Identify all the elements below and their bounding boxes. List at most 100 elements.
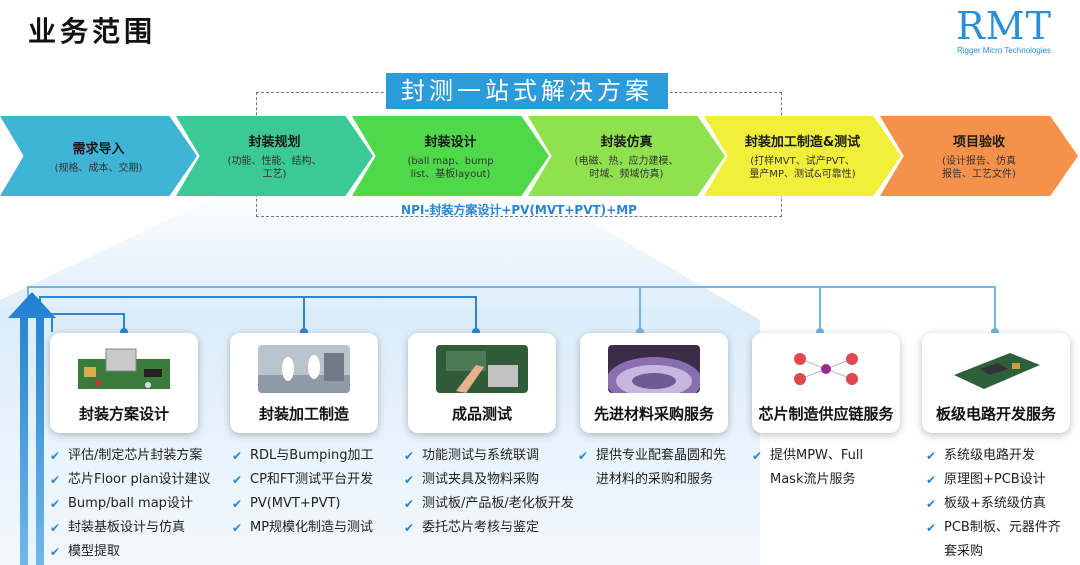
- check-icon: ✔: [404, 497, 415, 511]
- check-icon: ✔: [50, 449, 61, 463]
- list-item: ✔ 提供MPW、Full: [752, 444, 863, 468]
- list-item-text: PCB制板、元器件齐: [944, 520, 1061, 535]
- step-detail: (功能、性能、结构、: [227, 156, 322, 167]
- service-list-package-design: ✔ 评估/制定芯片封装方案 ✔芯片Floor plan设计建议 ✔ Bump/bal…: [50, 444, 211, 564]
- list-item-text: 进材料的采购和服务: [596, 472, 714, 487]
- check-icon: ✔: [752, 449, 763, 463]
- probe-test-icon: [436, 345, 528, 393]
- check-icon: ✔: [926, 497, 937, 511]
- list-item-text: Mask流片服务: [770, 472, 856, 487]
- list-item: ✔ 原理图+PCB设计: [926, 468, 1061, 492]
- wafer-icon: [608, 345, 700, 393]
- check-icon: ✔: [404, 449, 415, 463]
- check-icon: ✔: [50, 521, 61, 535]
- step-detail: 工艺): [262, 169, 287, 180]
- card-title: 先进材料采购服务: [593, 405, 714, 423]
- page-title: 业务范围: [28, 15, 157, 48]
- check-icon: ✔: [50, 473, 61, 487]
- company-logo: RMT Rigger Micro Technologies: [946, 6, 1062, 58]
- network-icon: [780, 345, 872, 393]
- list-item: ✔芯片Floor plan设计建议: [50, 468, 211, 492]
- list-item-text: 功能测试与系统联调: [422, 448, 540, 463]
- list-item-text: 评估/制定芯片封装方案: [68, 448, 203, 463]
- process-step-simulation: 封装仿真 (电磁、热，应力建模、 时域、频域仿真): [528, 116, 725, 196]
- list-item: ✔ RDL与Bumping加工: [232, 444, 373, 468]
- service-card-materials-procurement[interactable]: 先进材料采购服务: [580, 333, 728, 433]
- process-step-acceptance: 项目验收 (设计报告、仿真 报告、工艺文件): [880, 116, 1078, 196]
- card-title: 封装方案设计: [78, 405, 169, 423]
- list-item-text: 板级+系统级仿真: [944, 496, 1046, 511]
- check-icon: ✔: [232, 521, 243, 535]
- process-step-requirements: 需求导入 (规格、成本、交期): [0, 116, 197, 196]
- step-detail: (规格、成本、交期): [54, 162, 143, 174]
- check-icon: ✔: [404, 521, 415, 535]
- list-item-text: Bump/ball map设计: [68, 496, 193, 511]
- logo-text: RMT: [956, 4, 1052, 48]
- list-item: ✔ 评估/制定芯片封装方案: [50, 444, 211, 468]
- service-list-supply-chain: ✔ 提供MPW、Full Mask流片服务: [752, 444, 863, 492]
- card-title: 封装加工制造: [258, 405, 349, 423]
- list-item-text: 模型提取: [68, 544, 121, 559]
- service-list-board-development: ✔ 系统级电路开发 ✔ 原理图+PCB设计 ✔ 板级+系统级仿真 ✔ PCB制板、元器件…: [926, 444, 1061, 564]
- service-card-board-development[interactable]: 板级电路开发服务: [922, 333, 1070, 433]
- check-icon: ✔: [926, 473, 937, 487]
- list-item: ✔MP规模化制造与测试: [232, 516, 373, 540]
- list-item: ✔ 测试夹具及物料采购: [404, 468, 574, 492]
- cleanroom-icon: [258, 345, 350, 393]
- list-item-text: 测试夹具及物料采购: [422, 472, 540, 487]
- list-item-text: 系统级电路开发: [944, 448, 1036, 463]
- step-title: 项目验收: [952, 135, 1005, 150]
- list-item-text: RDL与Bumping加工: [250, 448, 374, 463]
- service-card-product-testing[interactable]: 成品测试: [408, 333, 556, 433]
- process-step-design: 封装设计 (ball map、bump list、基板layout): [352, 116, 549, 196]
- card-title: 板级电路开发服务: [935, 405, 1056, 423]
- list-item-text: 提供MPW、Full: [770, 448, 864, 463]
- list-item: ✔ 系统级电路开发: [926, 444, 1061, 468]
- check-icon: ✔: [50, 497, 61, 511]
- step-title: 需求导入: [72, 141, 125, 157]
- list-item: 套采购: [926, 540, 1061, 564]
- list-item-text: CP和FT测试平台开发: [250, 472, 374, 487]
- step-detail: 报告、工艺文件): [942, 169, 1016, 180]
- background-glow: [0, 180, 760, 565]
- list-item: ✔ 委托芯片考核与鉴定: [404, 516, 574, 540]
- list-item-text: 委托芯片考核与鉴定: [422, 520, 540, 535]
- up-arrow-icon: [8, 292, 56, 565]
- check-icon: ✔: [232, 497, 243, 511]
- solution-banner: 封测一站式解决方案: [386, 73, 668, 109]
- list-item: 进材料的采购和服务: [578, 468, 726, 492]
- check-icon: ✔: [926, 449, 937, 463]
- list-item: ✔ 提供专业配套晶圆和先: [578, 444, 726, 468]
- check-icon: ✔: [50, 545, 61, 559]
- step-detail: (设计报告、仿真: [942, 156, 1016, 167]
- list-item: ✔ 板级+系统级仿真: [926, 492, 1061, 516]
- service-card-supply-chain[interactable]: 芯片制造供应链服务: [752, 333, 900, 433]
- list-item: Mask流片服务: [752, 468, 863, 492]
- service-list-package-manufacturing: ✔ RDL与Bumping加工 ✔ CP和FT测试平台开发 ✔ PV(MVT+PVT)…: [232, 444, 373, 540]
- step-detail: 量产MP、测试&可靠性): [749, 169, 856, 180]
- npi-caption: NPI-封装方案设计+PV(MVT+PVT)+MP: [401, 203, 637, 217]
- check-icon: ✔: [578, 449, 589, 463]
- check-icon: ✔: [232, 473, 243, 487]
- step-detail: (ball map、bump: [407, 156, 494, 167]
- card-title: 成品测试: [451, 405, 512, 423]
- step-detail: (打样MVT、试产PVT、: [750, 156, 855, 167]
- list-item: ✔ 模型提取: [50, 540, 211, 564]
- list-item-text: 提供专业配套晶圆和先: [596, 448, 727, 463]
- check-icon: ✔: [404, 473, 415, 487]
- process-step-planning: 封装规划 (功能、性能、结构、 工艺): [176, 116, 373, 196]
- check-icon: ✔: [232, 449, 243, 463]
- service-card-package-design[interactable]: 封装方案设计: [50, 333, 198, 433]
- check-icon: ✔: [926, 521, 937, 535]
- list-item: ✔ PV(MVT+PVT): [232, 492, 373, 516]
- list-item-text: 封装基板设计与仿真: [68, 520, 186, 535]
- list-item-text: PV(MVT+PVT): [250, 496, 341, 511]
- service-card-package-manufacturing[interactable]: 封装加工制造: [230, 333, 378, 433]
- service-list-product-testing: ✔功能测试与系统联调 ✔测试夹具及物料采购 ✔测试板/产品板/老化板开发 ✔委托…: [404, 444, 574, 540]
- process-step-manufacturing: 封装加工制造&测试 (打样MVT、试产PVT、 量产MP、测试&可靠性): [704, 116, 901, 196]
- list-item-text: 原理图+PCB设计: [944, 472, 1046, 487]
- step-detail: list、基板layout): [410, 169, 491, 180]
- list-item: ✔ Bump/ball map设计: [50, 492, 211, 516]
- logo-subtitle: Rigger Micro Technologies: [956, 46, 1052, 55]
- list-item: ✔ 功能测试与系统联调: [404, 444, 574, 468]
